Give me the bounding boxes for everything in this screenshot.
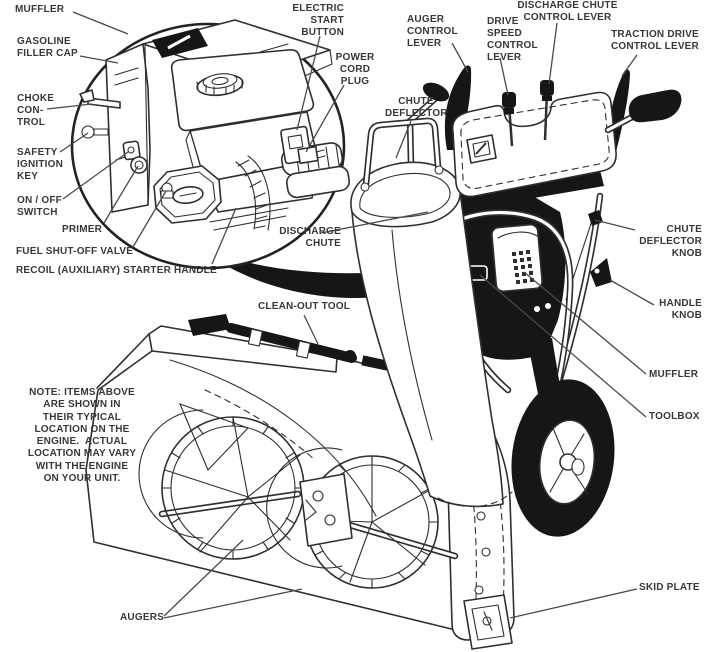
label-discharge-chute-control-lever: DISCHARGE CHUTE CONTROL LEVER xyxy=(517,0,618,23)
label-traction-drive-control-lever: TRACTION DRIVE CONTROL LEVER xyxy=(611,29,699,52)
label-power-cord-plug: POWER CORD PLUG xyxy=(335,52,375,87)
label-handle-knob: HANDLE KNOB xyxy=(659,298,702,321)
leader-augers-2 xyxy=(163,588,303,619)
label-note: NOTE: ITEMS ABOVE ARE SHOWN IN THEIR TYP… xyxy=(27,387,137,485)
control-panel xyxy=(451,91,617,198)
label-recoil-starter-handle: RECOIL (AUXILIARY) STARTER HANDLE xyxy=(16,265,217,276)
label-augers: AUGERS xyxy=(120,612,164,623)
leader-discharge-chute xyxy=(320,211,429,234)
label-primer: PRIMER xyxy=(62,224,103,235)
label-chute-deflector: CHUTE DEFLECTOR xyxy=(385,96,448,119)
primer-shape xyxy=(130,156,148,174)
augers-shape xyxy=(138,409,459,589)
chute-deflector-knob-shape xyxy=(588,210,603,226)
label-auger-control-lever: AUGER CONTROL LEVER xyxy=(407,14,458,49)
leader-electric-start xyxy=(296,35,321,131)
label-muffler-machine: MUFFLER xyxy=(649,369,699,380)
leader-recoil xyxy=(211,207,237,265)
handle-grips xyxy=(422,82,682,134)
muffler-machine-shape xyxy=(491,223,543,293)
leader-augers-1 xyxy=(163,539,244,617)
label-drive-speed-control-lever: DRIVE SPEED CONTROL LEVER xyxy=(487,16,538,63)
leader-gas-cap xyxy=(79,55,119,64)
starter-pulley-ribs xyxy=(235,155,271,231)
leader-cleanout xyxy=(303,314,319,345)
discharge-chute-shape xyxy=(350,93,513,508)
engine-inset xyxy=(70,19,350,270)
label-skid-plate: SKID PLATE xyxy=(639,582,700,593)
leader-on-off xyxy=(62,151,129,200)
leader-power-cord xyxy=(305,84,345,153)
leader-choke xyxy=(46,103,93,110)
leader-drive-speed xyxy=(499,57,509,96)
label-choke-control: CHOKE CON- TROL xyxy=(17,93,55,128)
leader-muffler-machine xyxy=(523,271,647,375)
chute-deflector-shape xyxy=(360,117,444,192)
auger-control-lever-shape xyxy=(444,65,472,150)
leader-auger-lever xyxy=(451,42,469,73)
skid-plate-shape xyxy=(463,594,513,650)
leader-primer xyxy=(103,165,139,224)
leader-handle-knob xyxy=(609,279,655,306)
wheel xyxy=(511,379,615,537)
choke-control-shape xyxy=(79,89,121,109)
leader-safety-key xyxy=(59,132,89,153)
label-toolbox: TOOLBOX xyxy=(649,411,700,422)
leader-chute-deflector xyxy=(395,120,412,159)
leader-fuel-valve xyxy=(132,190,167,248)
handle-knob-shape xyxy=(590,258,612,287)
on-off-switch-shape xyxy=(122,140,141,161)
leader-traction-lever xyxy=(621,54,638,77)
auger-left xyxy=(138,409,305,560)
clean-out-tool-shape xyxy=(188,314,389,371)
leader-skid-plate xyxy=(509,588,638,619)
label-safety-ignition-key: SAFETY IGNITION KEY xyxy=(17,147,64,182)
fuel-tank xyxy=(170,49,315,132)
auger-gearbox xyxy=(299,473,353,547)
discharge-chute-control-shape xyxy=(540,80,554,141)
label-muffler-engine: MUFFLER xyxy=(15,4,65,15)
fuel-valve-shape xyxy=(160,182,174,199)
label-gasoline-filler-cap: GASOLINE FILLER CAP xyxy=(17,36,78,59)
label-discharge-chute: DISCHARGE CHUTE xyxy=(279,226,341,249)
leader-toolbox xyxy=(479,274,647,418)
label-clean-out-tool: CLEAN-OUT TOOL xyxy=(258,301,351,312)
leader-discharge-lever xyxy=(548,22,558,85)
label-on-off-switch: ON / OFF SWITCH xyxy=(17,195,62,218)
label-chute-deflector-knob: CHUTE DEFLECTOR KNOB xyxy=(639,224,702,259)
leader-lines xyxy=(46,11,655,619)
leader-muffler-engine xyxy=(72,11,129,35)
drive-speed-control-shape xyxy=(502,92,516,147)
label-fuel-shut-off-valve: FUEL SHUT-OFF VALVE xyxy=(16,246,134,257)
panel-gauge xyxy=(466,134,497,164)
gas-cap-shape xyxy=(196,73,244,97)
label-electric-start-button: ELECTRIC START BUTTON xyxy=(292,3,344,38)
leader-deflector-knob xyxy=(594,219,636,231)
recoil-starter-shape xyxy=(153,165,222,224)
power-cord-plug-shape xyxy=(297,145,326,165)
